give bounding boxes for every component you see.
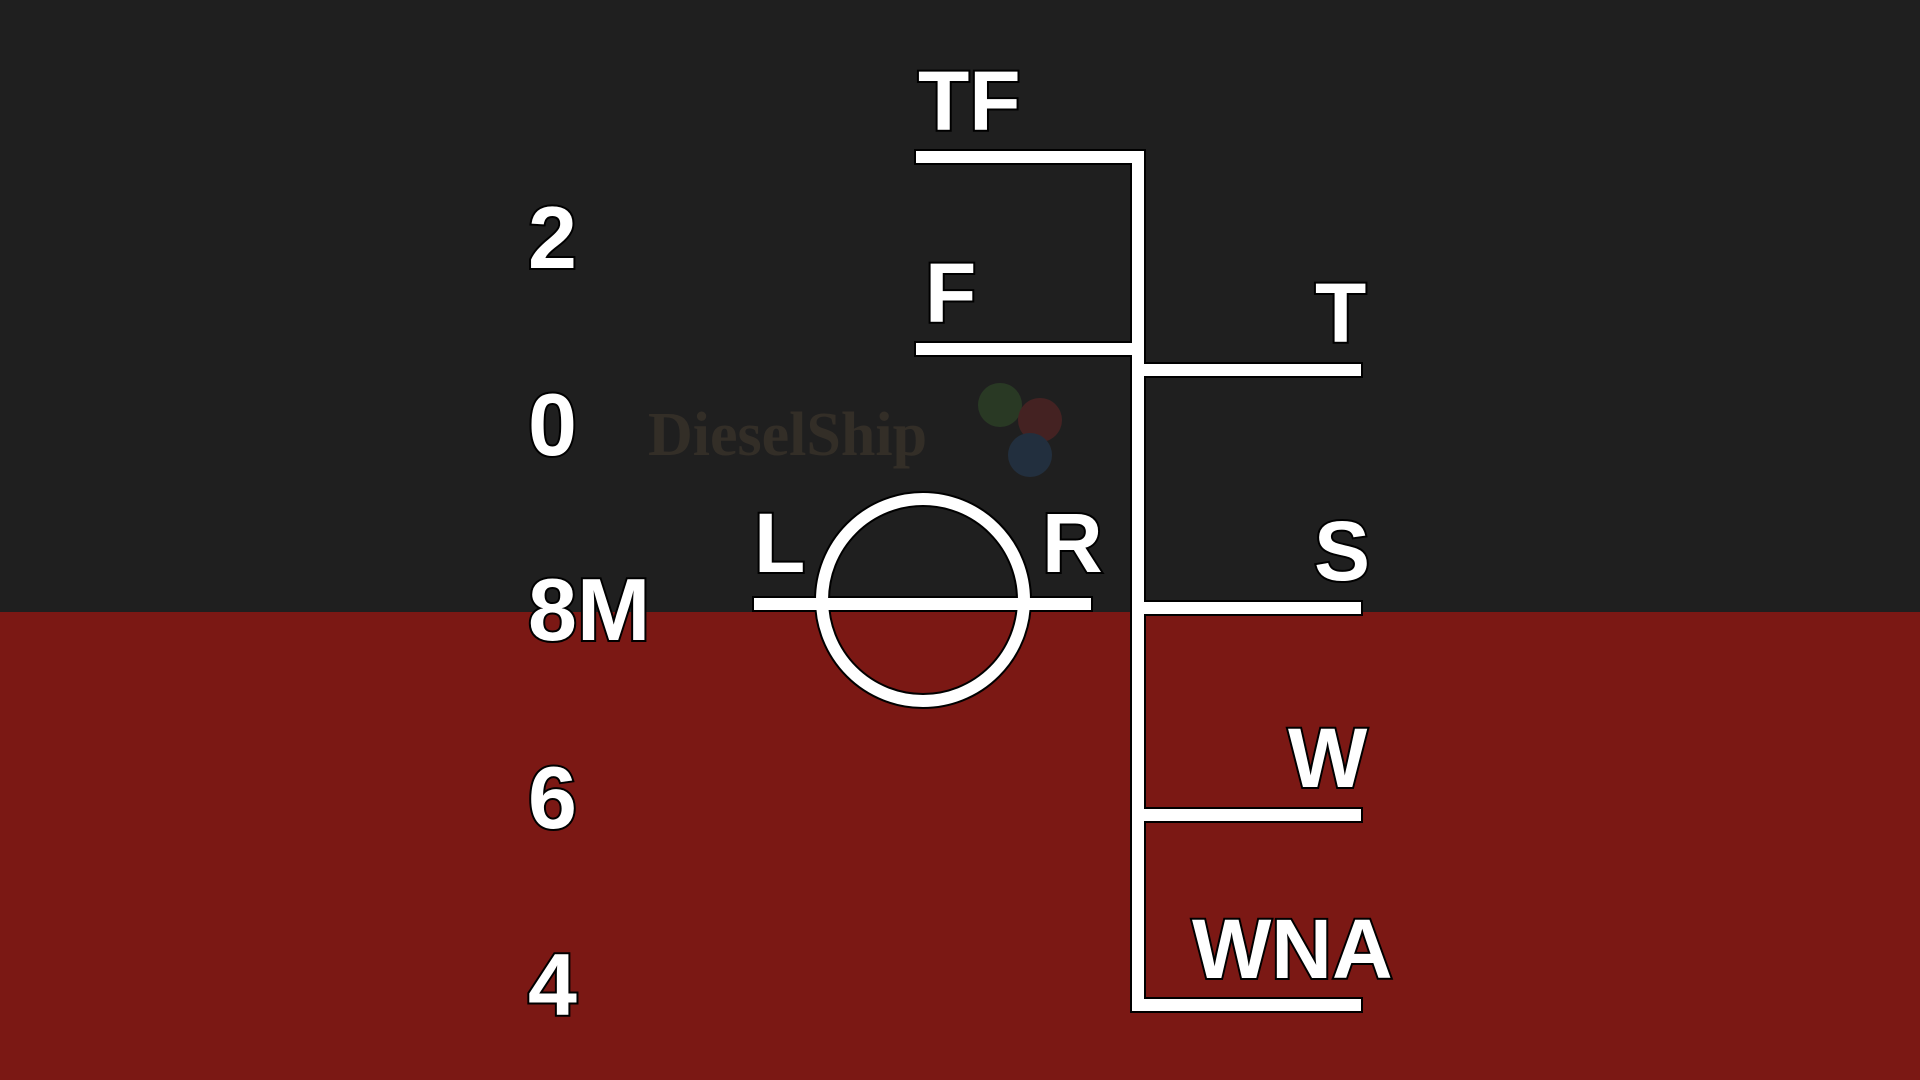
label-l: L bbox=[754, 496, 805, 590]
label-w: W bbox=[1288, 711, 1368, 805]
label-r: R bbox=[1042, 496, 1103, 590]
label-f: F bbox=[925, 246, 976, 340]
bus-lines bbox=[754, 151, 1361, 1011]
circle-ring bbox=[816, 493, 1030, 707]
watermark-text: DieselShip bbox=[648, 401, 927, 469]
watermark-logo: DieselShip bbox=[648, 383, 1062, 477]
number-6: 6 bbox=[528, 748, 577, 847]
number-2: 2 bbox=[528, 188, 577, 287]
number-8m: 8M bbox=[528, 560, 650, 659]
label-tf: TF bbox=[918, 54, 1021, 148]
label-s: S bbox=[1314, 504, 1370, 598]
label-wna: WNA bbox=[1192, 902, 1393, 996]
number-4: 4 bbox=[528, 935, 577, 1034]
label-t: T bbox=[1315, 266, 1366, 360]
number-0: 0 bbox=[528, 375, 577, 474]
